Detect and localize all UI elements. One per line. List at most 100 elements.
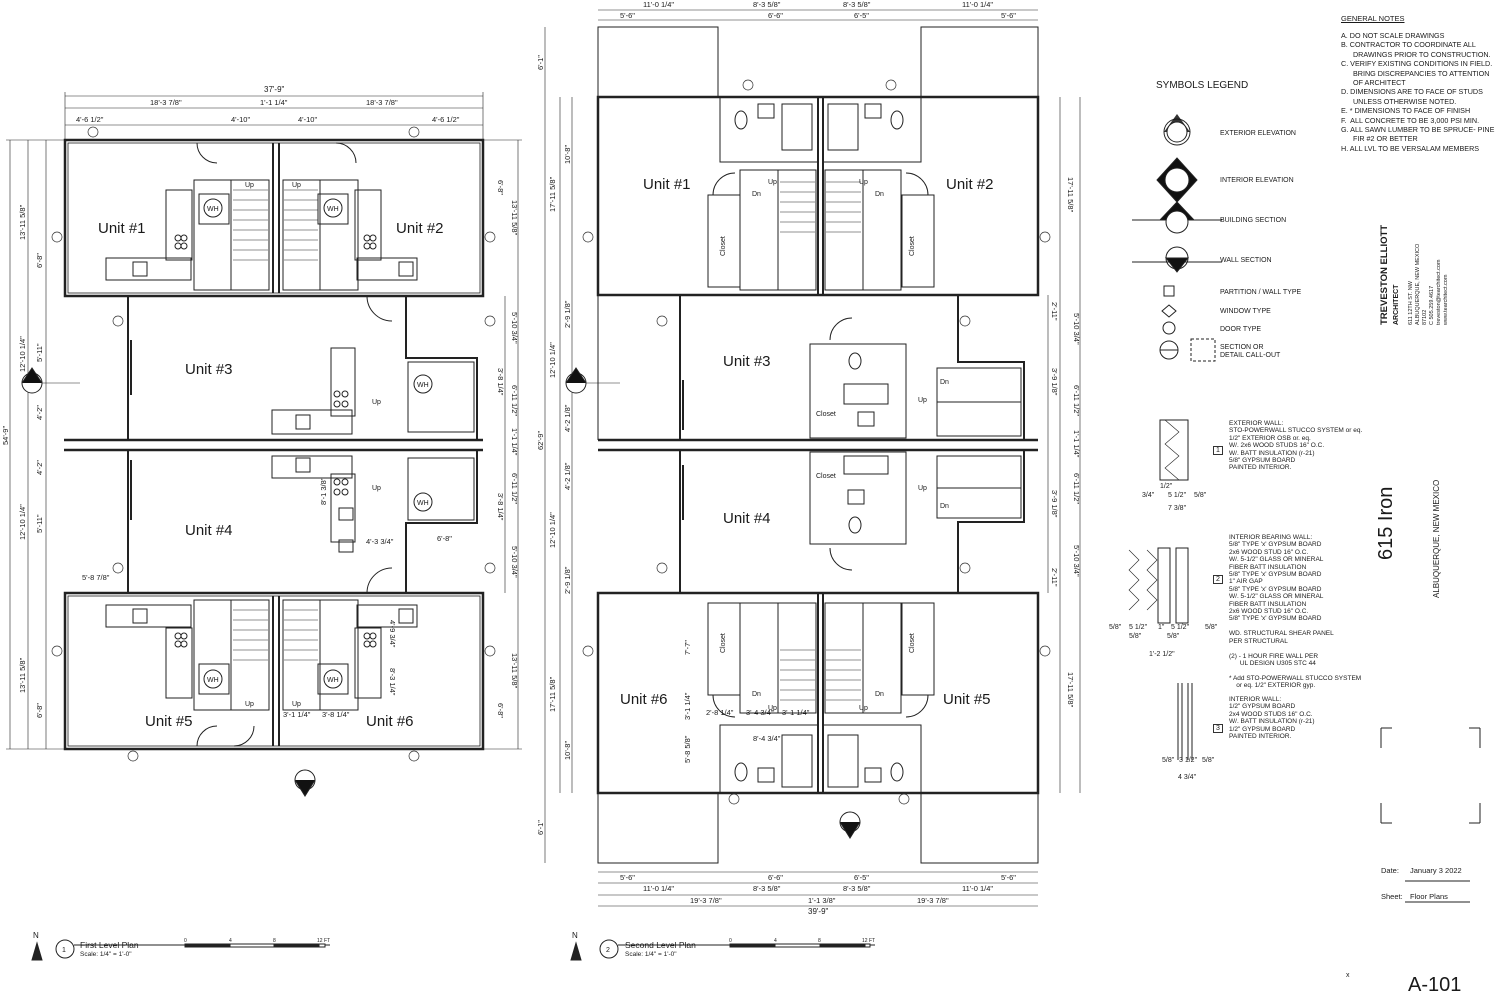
wall-type-line: 2x6 WOOD STUD 16" O.C. xyxy=(1229,548,1309,556)
p2-bottom-dim: 8'-3 5/8" xyxy=(753,884,781,893)
wt-dim: 5/8" xyxy=(1205,624,1218,631)
p2-closet-label: Closet xyxy=(816,411,836,418)
legend-item: BUILDING SECTION xyxy=(1220,217,1286,224)
p2-bottom-dim: 19'-3 7/8" xyxy=(917,896,949,905)
legend-item: WALL SECTION xyxy=(1220,257,1272,264)
p1-side-dim: 12'-10 1/4" xyxy=(18,336,27,372)
p1-side-dim: 5'-11" xyxy=(35,514,44,533)
p2-scale-tick: 4 xyxy=(774,938,777,944)
wall-type-line: 5/8" TYPE 'x' GYPSUM BOARD xyxy=(1229,615,1322,623)
north-label: N xyxy=(572,931,578,940)
date-value: January 3 2022 xyxy=(1410,866,1462,875)
p2-side-dim: 4'-2 1/8" xyxy=(563,462,572,490)
p1-misc-dim: 6'-8" xyxy=(437,534,452,543)
wt-dim: 5/8" xyxy=(1129,633,1142,640)
wall-type-2-text: INTERIOR BEARING WALL: 5/8" TYPE 'x' GYPS… xyxy=(1229,534,1361,690)
p1-side-dim: 6'-11 1/2" xyxy=(510,473,519,504)
wall-type-line: 1" AIR GAP xyxy=(1229,578,1263,586)
p1-top-dim: 4'-10" xyxy=(231,115,250,124)
p2-top-dim: 6'-6" xyxy=(768,11,783,20)
second-level-plan-walls xyxy=(596,26,1040,864)
p2-unit-6: Unit #6 xyxy=(620,691,668,708)
p2-bottom-dim: 6'-5" xyxy=(854,873,869,882)
p2-dn-label: Dn xyxy=(752,191,761,198)
wall-type-line: EXTERIOR WALL: xyxy=(1229,420,1284,427)
p1-top-dim: 4'-10" xyxy=(298,115,317,124)
wall-type-tag: 1 xyxy=(1213,446,1223,455)
architect-address2: ALBUQUERQUE, NEW MEXICO xyxy=(1415,243,1421,325)
p1-wh-label: WH xyxy=(207,677,219,684)
p2-misc-dim: 5'-8 5/8" xyxy=(683,735,692,763)
p2-misc-dim: 2'-8 1/4" xyxy=(706,708,734,717)
wt-dim: 1" xyxy=(1158,624,1165,631)
p2-side-dim: 6'-11 1/2" xyxy=(1072,473,1081,504)
p1-up-label: Up xyxy=(292,182,301,189)
wall-type-line: W/. BATT INSULATION (r-21) xyxy=(1229,449,1315,457)
p2-title: Second Level Plan xyxy=(625,940,696,950)
sheet-number: A-101 xyxy=(1408,974,1461,995)
p1-scale-tick: 0 xyxy=(184,938,187,944)
p1-misc-dim: 3'-8 1/4" xyxy=(322,710,350,719)
wall-type-line xyxy=(1229,645,1361,652)
p2-side-dim: 12'-10 1/4" xyxy=(548,342,557,378)
p2-bottom-dim: 5'-6" xyxy=(1001,873,1016,882)
p1-top-dim: 1'-1 1/4" xyxy=(260,98,288,107)
p2-top-dim: 6'-5" xyxy=(854,11,869,20)
p2-up-label: Up xyxy=(859,705,868,712)
architect-web: www.tearchitect.com xyxy=(1443,274,1449,326)
general-notes-title: GENERAL NOTES xyxy=(1341,14,1405,23)
p2-up-label: Up xyxy=(918,397,927,404)
p2-side-dim: 12'-10 1/4" xyxy=(548,512,557,548)
p2-side-dim: 1'-1 1/4" xyxy=(1072,430,1081,458)
p2-side-dim: 5'-10 3/4" xyxy=(1072,313,1081,345)
p1-number: 1 xyxy=(62,947,66,954)
general-note-line: B. CONTRACTOR TO COORDINATE ALL xyxy=(1341,40,1476,50)
legend-item: WINDOW TYPE xyxy=(1220,308,1271,315)
p1-scale: Scale: 1/4" = 1'-0" xyxy=(80,951,132,958)
p2-scale-tick: 0 xyxy=(729,938,732,944)
p1-side-dim: 5'-10 3/4" xyxy=(510,546,519,578)
general-note-line: F. ALL CONCRETE TO BE 3,000 PSI MIN. xyxy=(1341,115,1480,125)
p1-side-dim: 13'-11 5/8" xyxy=(510,200,519,236)
legend-item: DOOR TYPE xyxy=(1220,326,1261,333)
wt-dim: 3 1/2" xyxy=(1179,757,1198,764)
p2-side-dim: 2'-11" xyxy=(1050,568,1059,587)
p1-side-dim: 3'-8 1/4" xyxy=(496,368,505,396)
p2-dn-label: Dn xyxy=(940,503,949,510)
p1-side-dim: 6'-8" xyxy=(35,703,44,718)
p2-bottom-dim: 6'-6" xyxy=(768,873,783,882)
p1-unit-4: Unit #4 xyxy=(185,522,233,539)
p1-side-dim: 6'-8" xyxy=(35,253,44,268)
p2-top-dim: 8'-3 5/8" xyxy=(843,0,871,9)
p1-misc-dim: 8'-1 3/8" xyxy=(319,477,328,505)
p1-side-dim: 12'-10 1/4" xyxy=(18,504,27,540)
grid-callouts xyxy=(51,79,1051,805)
p2-bottom-dim: 1'-1 3/8" xyxy=(808,896,836,905)
wall-type-line: 5/8" TYPE 'x' GYPSUM BOARD xyxy=(1229,571,1322,579)
wall-type-line: W/. BATT INSULATION (r-21) xyxy=(1229,718,1315,726)
wall-type-line: UL DESIGN U305 STC 44 xyxy=(1229,659,1316,667)
p1-unit-2: Unit #2 xyxy=(396,220,444,237)
p1-overall-width: 37'-9" xyxy=(264,85,285,94)
wall-type-line: INTERIOR BEARING WALL: xyxy=(1229,534,1313,541)
plan-title-markers xyxy=(21,367,875,961)
p2-side-dim: 6'-11 1/2" xyxy=(1072,385,1081,416)
x-mark: x xyxy=(1346,972,1350,979)
p1-side-dim: 6'-11 1/2" xyxy=(510,385,519,416)
p1-overall-depth: 54'-9" xyxy=(1,426,10,445)
p2-top-dim: 8'-3 5/8" xyxy=(753,0,781,9)
p1-wh-label: WH xyxy=(207,206,219,213)
p1-top-dim: 18'-3 7/8" xyxy=(150,98,182,107)
p2-side-dim: 2'-9 1/8" xyxy=(563,300,572,328)
p1-up-label: Up xyxy=(292,701,301,708)
wt-dim: 7 3/8" xyxy=(1168,505,1187,512)
p1-side-dim: 3'-8 1/4" xyxy=(496,493,505,521)
wall-type-line: W/. 5-1/2" GLASS OR MINERAL xyxy=(1229,556,1324,564)
p2-scale-tick: 12 FT xyxy=(862,938,875,944)
legend-item: SECTION OR xyxy=(1220,344,1264,351)
p2-side-dim: 17'-11 5/8" xyxy=(1066,672,1075,708)
wall-type-tag: 3 xyxy=(1213,724,1223,733)
p2-unit-3: Unit #3 xyxy=(723,353,771,370)
